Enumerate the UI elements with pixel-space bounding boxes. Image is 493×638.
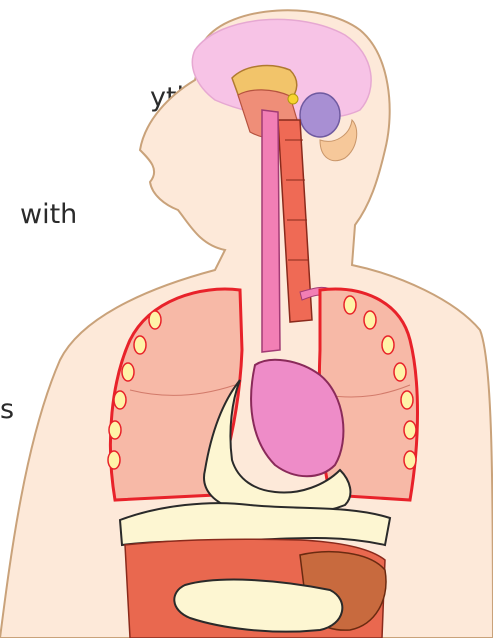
gland bbox=[300, 93, 340, 137]
gland-yellow bbox=[288, 94, 298, 104]
esophagus bbox=[262, 110, 280, 352]
